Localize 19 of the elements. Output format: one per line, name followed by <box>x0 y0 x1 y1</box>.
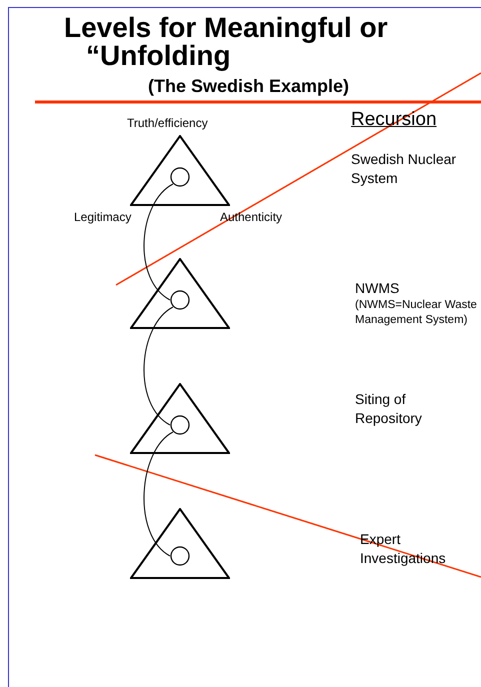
triangle <box>130 135 230 206</box>
circle <box>170 290 190 310</box>
level-label: Swedish Nuclear System <box>351 150 458 188</box>
triangle <box>130 383 230 454</box>
circle <box>170 546 190 566</box>
circle <box>170 167 190 187</box>
triangle <box>130 258 230 329</box>
level-label: Siting of Repository <box>355 390 423 428</box>
level-label: NWMS <box>355 280 400 296</box>
connector-curve <box>144 184 174 300</box>
circle <box>170 415 190 435</box>
subtitle: (The Swedish Example) <box>148 76 350 97</box>
corner-label: Legitimacy <box>74 211 132 225</box>
note: (NWMS=Nuclear Waste Management System) <box>355 298 478 328</box>
connector-curve <box>144 432 174 556</box>
corner-label: Truth/efficiency <box>127 117 208 131</box>
connector-curve <box>144 306 174 426</box>
triangle <box>130 508 230 579</box>
title: Levels for Meaningful or “Unfolding <box>64 14 389 70</box>
